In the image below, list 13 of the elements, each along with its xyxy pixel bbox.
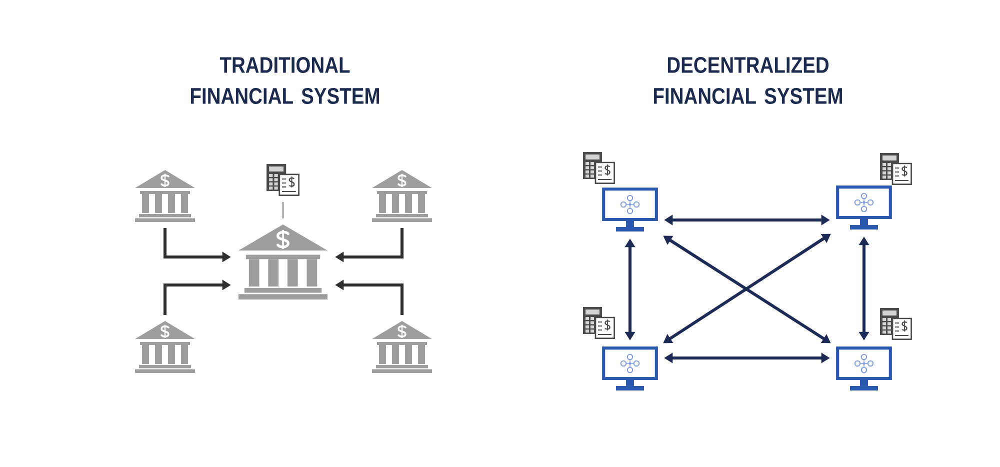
connector-line [282,202,284,218]
bank-icon [372,320,432,373]
bank-icon [135,320,195,373]
monitor-icon [602,346,658,390]
monitor-icon [836,346,892,390]
calculator-icon [266,164,300,196]
heading: DECENTRALIZED FINANCIAL SYSTEM [654,56,842,104]
monitor-icon [836,186,892,230]
bank-icon [238,224,328,300]
heading: TRADITIONAL FINANCIAL SYSTEM [191,56,379,104]
bank-icon [372,170,432,222]
monitor-icon [602,188,658,232]
bank-icon [135,170,195,222]
